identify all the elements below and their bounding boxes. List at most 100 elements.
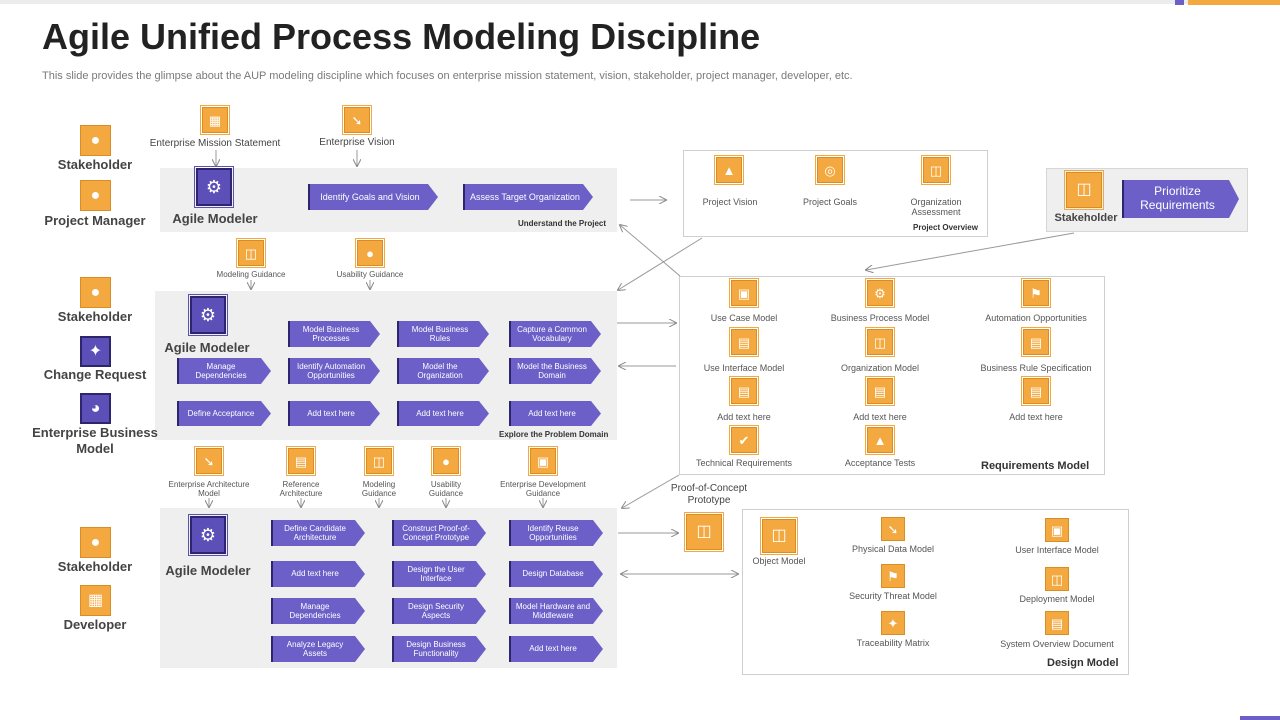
window-icon: ▤ (729, 327, 759, 357)
guidance-usability: Usability Guidance (428, 480, 464, 499)
person-icon: ● (355, 238, 385, 268)
hierarchy-icon: ◫ (364, 446, 394, 476)
step-add-text: Add text here (288, 401, 380, 426)
step-manage-dependencies: Manage Dependencies (177, 358, 271, 384)
target-icon: ◎ (815, 155, 845, 185)
object-model-label: Object Model (752, 556, 806, 566)
hammer-icon: ✦ (881, 611, 905, 635)
step-assess-target: Assess Target Organization (463, 184, 593, 210)
step-analyze-legacy: Analyze Legacy Assets (271, 636, 365, 662)
project-goals-label: Project Goals (802, 197, 858, 207)
hierarchy-icon: ◫ (760, 517, 798, 555)
document-icon: ▤ (286, 446, 316, 476)
agile-modeler-label: Agile Modeler (172, 211, 258, 226)
telescope-icon: ➘ (342, 105, 372, 135)
requirements-model-caption: Requirements Model (981, 460, 1090, 472)
guidance-enterprise-development: Enterprise Development Guidance (500, 480, 586, 499)
hierarchy-icon: ◫ (1045, 567, 1069, 591)
step-model-hardware: Model Hardware and Middleware (509, 598, 603, 624)
security-threat-model-label: Security Threat Model (849, 591, 937, 601)
gear-target-icon: ⚙ (188, 514, 228, 556)
enterprise-mission-label: Enterprise Mission Statement (149, 138, 281, 149)
explore-caption: Explore the Problem Domain (499, 430, 609, 439)
poc-label: Proof-of-Concept Prototype (670, 483, 748, 506)
document-icon: ▤ (1021, 327, 1051, 357)
role-stakeholder: Stakeholder (57, 157, 133, 172)
person-check-icon: ✔ (729, 425, 759, 455)
step-model-organization: Model the Organization (397, 358, 489, 384)
gear-icon: ⚙ (865, 278, 895, 308)
guidance-reference-architecture: Reference Architecture (279, 480, 323, 499)
step-capture-vocabulary: Capture a Common Vocabulary (509, 321, 601, 347)
page-subtitle: This slide provides the glimpse about th… (42, 70, 853, 82)
understand-caption: Understand the Project (518, 219, 607, 228)
role-project-manager: Project Manager (44, 213, 146, 228)
step-add-text: Add text here (271, 561, 365, 587)
role-stakeholder: Stakeholder (57, 559, 133, 574)
step-define-candidate-architecture: Define Candidate Architecture (271, 520, 365, 546)
person-icon: ● (80, 125, 111, 156)
business-rule-specification-label: Business Rule Specification (980, 363, 1092, 373)
business-process-model-label: Business Process Model (830, 313, 930, 323)
hierarchy-icon: ◫ (236, 238, 266, 268)
accent-bar-orange (1188, 0, 1280, 5)
step-design-business-functionality: Design Business Functionality (392, 636, 486, 662)
step-add-text: Add text here (509, 636, 603, 662)
wrench-icon: ✦ (80, 336, 111, 367)
organization-model-label: Organization Model (840, 363, 920, 373)
step-model-business-rules: Model Business Rules (397, 321, 489, 347)
organization-assessment-label: Organization Assessment (910, 197, 962, 218)
step-define-acceptance: Define Acceptance (177, 401, 271, 426)
traceability-matrix-label: Traceability Matrix (856, 638, 930, 648)
person-icon: ● (80, 527, 111, 558)
agile-modeler-label: Agile Modeler (164, 340, 250, 355)
design-model-caption: Design Model (1047, 657, 1119, 669)
network-icon: ◫ (1064, 170, 1104, 210)
role-enterprise-business-model: Enterprise Business Model (32, 425, 158, 456)
network-icon: ◫ (684, 512, 724, 552)
deployment-model-label: Deployment Model (1019, 594, 1095, 604)
automation-opportunities-label: Automation Opportunities (985, 313, 1087, 323)
step-add-text: Add text here (509, 401, 601, 426)
system-overview-document-label: System Overview Document (1000, 639, 1114, 649)
telescope-icon: ➘ (194, 446, 224, 476)
step-identify-reuse: Identify Reuse Opportunities (509, 520, 603, 546)
person-icon: ● (80, 277, 111, 308)
gear-target-icon: ⚙ (194, 166, 234, 208)
document-icon: ▤ (865, 376, 895, 406)
hierarchy-icon: ◫ (865, 327, 895, 357)
add-text-label: Add text here (1009, 412, 1063, 422)
person-icon: ● (431, 446, 461, 476)
role-change-request: Change Request (43, 367, 147, 382)
flag-icon: ⚑ (881, 564, 905, 588)
prioritize-stakeholder-label: Stakeholder (1054, 212, 1118, 224)
document-icon: ▤ (729, 376, 759, 406)
user-interface-model-label: User Interface Model (1015, 545, 1099, 555)
use-case-model-label: Use Case Model (710, 313, 778, 323)
gear-target-icon: ⚙ (188, 294, 228, 336)
globe-icon: ◕ (80, 393, 111, 424)
prioritize-requirements-step: Prioritize Requirements (1122, 180, 1239, 218)
person-icon: ● (80, 180, 111, 211)
step-design-user-interface: Design the User Interface (392, 561, 486, 587)
step-add-text: Add text here (397, 401, 489, 426)
guidance-usability: Usability Guidance (336, 270, 404, 279)
use-interface-model-label: Use Interface Model (703, 363, 785, 373)
agile-modeler-label: Agile Modeler (165, 563, 251, 578)
physical-data-model-label: Physical Data Model (851, 544, 935, 554)
top-divider (0, 0, 1280, 4)
step-design-database: Design Database (509, 561, 603, 587)
step-manage-dependencies: Manage Dependencies (271, 598, 365, 624)
building-icon: ▦ (200, 105, 230, 135)
building-icon: ▦ (80, 585, 111, 616)
enterprise-vision-label: Enterprise Vision (319, 137, 395, 148)
acceptance-tests-label: Acceptance Tests (844, 458, 916, 468)
chart-icon: ▲ (865, 425, 895, 455)
document-icon: ▤ (1045, 611, 1069, 635)
step-identify-goals: Identify Goals and Vision (308, 184, 438, 210)
technical-requirements-label: Technical Requirements (695, 458, 793, 468)
guidance-modeling: Modeling Guidance (361, 480, 397, 499)
project-overview-caption: Project Overview (913, 223, 978, 232)
flag-icon: ⚑ (1021, 278, 1051, 308)
step-model-business-processes: Model Business Processes (288, 321, 380, 347)
